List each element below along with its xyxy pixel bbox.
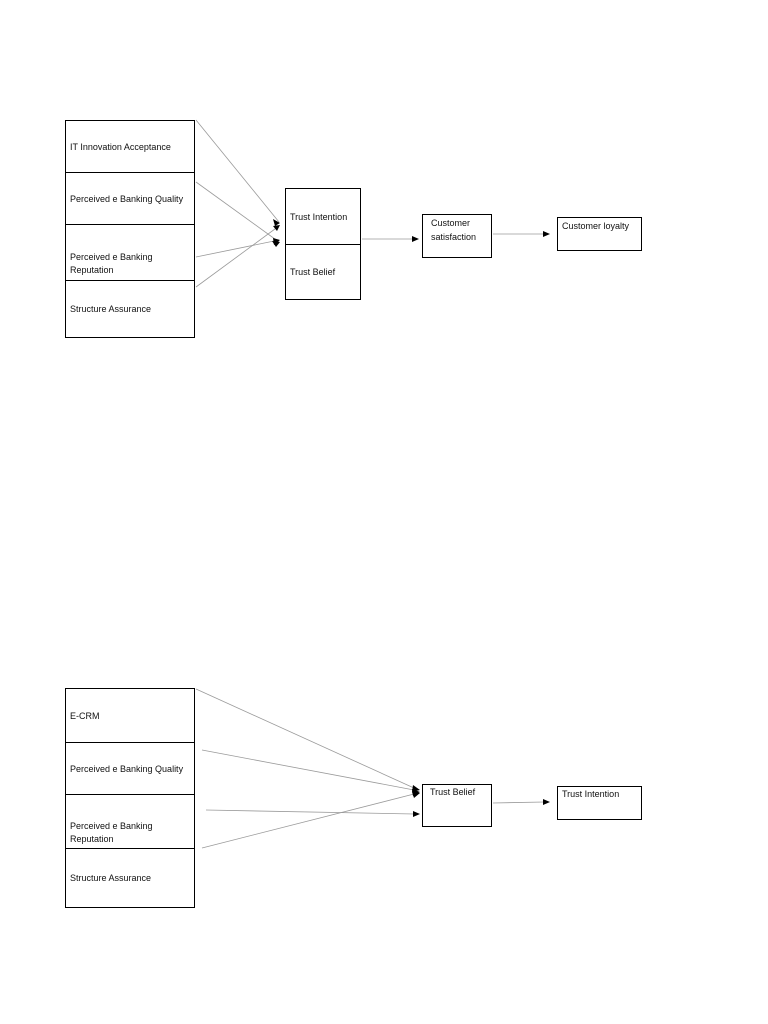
d2-arrowhead-5 [543,799,550,805]
d2-trust-intention-label: Trust Intention [562,789,620,799]
d2-input-ebanking-quality: Perceived e Banking Quality [66,742,194,795]
d1-arrowhead-4 [273,225,280,231]
d2-arrow-quality-to-belief [201,749,415,791]
d2-arrow-belief-to-intention [492,801,545,804]
d1-customer-loyalty-label: Customer loyalty [562,221,630,231]
d1-arrow-it-to-trust [195,119,280,223]
d1-trust-intention: Trust Intention [290,211,348,222]
d1-arrow-reputation-to-trust [195,239,280,258]
d1-arrowhead-6 [543,231,550,237]
d1-arrowhead-1 [273,219,280,226]
d2-input-ebanking-reputation: Perceived e Banking Reputation [66,794,194,849]
d1-arrowhead-2 [272,241,280,247]
d1-customer-satisfaction-box: Customer satisfaction [422,214,492,258]
d2-trust-intention-box: Trust Intention [557,786,642,820]
d2-arrowhead-4 [412,792,420,798]
d1-input-ebanking-quality: Perceived e Banking Quality [66,172,194,225]
d2-arrowhead-2 [412,789,420,796]
d1-customer-loyalty-box: Customer loyalty [557,217,642,251]
d2-trust-belief-label: Trust Belief [430,787,476,797]
d1-arrowhead-3 [273,238,280,245]
d1-arrow-quality-to-trust [195,181,280,243]
d1-input-column: IT Innovation Acceptance Perceived e Ban… [65,120,195,338]
d2-input-ecrm: E-CRM [70,710,100,721]
d2-arrowhead-1 [412,785,420,792]
d2-input-structure-assurance: Structure Assurance [66,848,194,908]
d1-input-it-innovation: IT Innovation Acceptance [70,141,171,152]
d2-arrow-reputation-to-belief [205,809,415,815]
d1-input-structure-assurance: Structure Assurance [66,280,194,338]
d1-customer-satisfaction-label: Customer satisfaction [431,218,477,242]
d1-arrow-assurance-to-trust [195,225,280,288]
d2-trust-belief-box: Trust Belief [422,784,492,827]
d2-arrow-ecrm-to-belief [195,688,415,789]
d2-arrow-assurance-to-belief [201,793,415,849]
d1-trust-box: Trust Intention Trust Belief [285,188,361,300]
d1-trust-belief: Trust Belief [286,244,360,300]
d1-arrowhead-5 [412,236,419,242]
d1-input-ebanking-reputation: Perceived e Banking Reputation [66,224,194,281]
d2-input-column: E-CRM Perceived e Banking Quality Percei… [65,688,195,908]
d2-arrowhead-3 [413,811,420,817]
